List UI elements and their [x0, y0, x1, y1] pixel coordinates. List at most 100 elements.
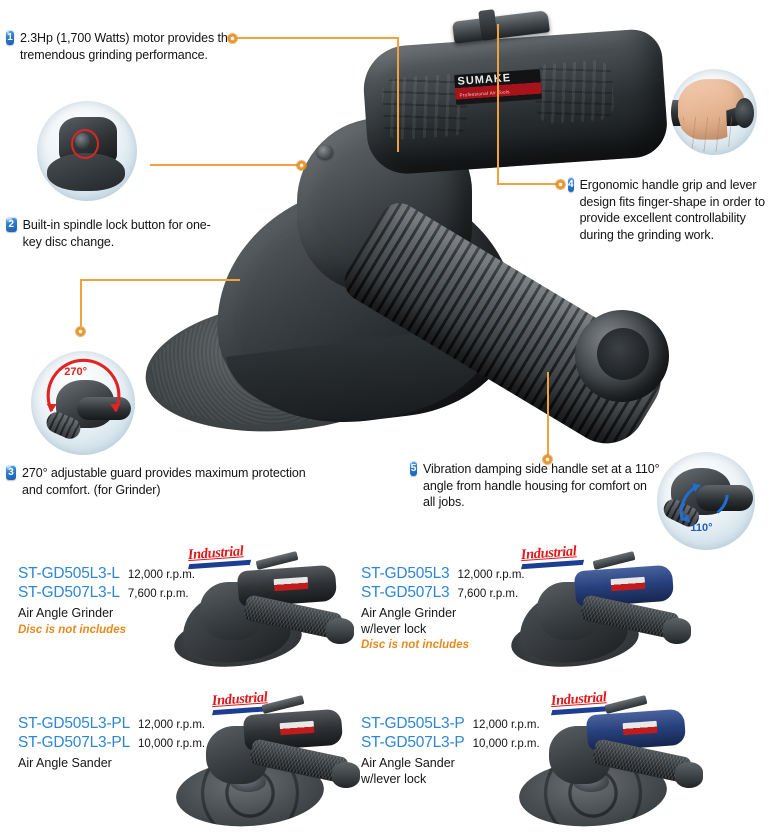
product-card-4: Industrial ST-GD505L3-P 12,000 r.p.m. ST…	[355, 684, 769, 834]
hand-grip-inset	[660, 58, 768, 166]
inset-photo: 270°	[31, 351, 135, 455]
product-model-row: ST-GD505L3-PL 12,000 r.p.m.	[18, 715, 205, 734]
product-model-code: ST-GD507L3-PL	[18, 734, 130, 751]
product-2-text: ST-GD505L3 12,000 r.p.m. ST-GD507L3 7,60…	[361, 565, 525, 653]
callout-1-lead-h	[237, 37, 399, 39]
product-handle-cap	[326, 618, 354, 644]
callout-5-dot	[543, 455, 552, 464]
product-brand-label	[273, 576, 309, 592]
product-model-rpm: 7,600 r.p.m.	[457, 588, 519, 600]
callout-5-lead-v	[547, 372, 549, 458]
product-model-rpm: 12,000 r.p.m.	[127, 569, 195, 581]
callout-3-number: 3	[6, 465, 17, 480]
product-handle-cap	[675, 762, 703, 788]
product-handle-cap	[663, 618, 691, 644]
callout-4-dot	[556, 180, 565, 189]
product-model-code: ST-GD505L3-PL	[18, 715, 130, 732]
callout-3-text: 270° adjustable guard provides maximum p…	[22, 466, 306, 497]
product-model-row: ST-GD507L3-P 10,000 r.p.m.	[361, 734, 540, 753]
callout-3: 3 270° adjustable guard provides maximum…	[6, 465, 306, 498]
product-model-rpm: 12,000 r.p.m.	[457, 569, 525, 581]
callout-4-lead-h	[497, 183, 559, 185]
callout-4-lead-v	[497, 24, 499, 184]
callout-3-lead-v	[80, 280, 82, 330]
product-model-code: ST-GD507L3-P	[361, 734, 465, 751]
product-model-row: ST-GD505L3 12,000 r.p.m.	[361, 565, 525, 584]
callout-4-number: 4	[568, 177, 574, 192]
hero-motor-vents-right	[533, 59, 615, 125]
product-model-code: ST-GD505L3	[361, 565, 450, 582]
product-model-rpm: 7,600 r.p.m.	[127, 588, 189, 600]
product-4-photo	[516, 695, 723, 838]
product-handle-cap	[332, 762, 360, 788]
callout-3-lead-h	[80, 279, 240, 281]
product-brand-label	[610, 576, 646, 592]
product-1-text: ST-GD505L3-L 12,000 r.p.m. ST-GD507L3-L …	[18, 565, 195, 638]
product-model-rpm: 12,000 r.p.m.	[138, 719, 206, 731]
callout-5: 5 Vibration damping side handle set at a…	[410, 461, 660, 511]
callout-4: 4 Ergonomic handle grip and lever design…	[568, 177, 766, 243]
callout-2-lead-h	[150, 164, 302, 166]
product-description: Air Angle Sander	[361, 756, 455, 770]
product-brand-label	[279, 720, 315, 736]
side-handle-angle-label: 110°	[690, 522, 713, 535]
product-card-3: Industrial ST-GD505L3-PL 12,000 r.p.m. S…	[0, 684, 360, 834]
product-model-row: ST-GD507L3 7,600 r.p.m.	[361, 584, 525, 603]
spindle-lock-inset	[24, 88, 149, 213]
product-model-code: ST-GD507L3-L	[18, 584, 120, 601]
hero-product-photo: SUMAKE Professional Air Tools	[138, 9, 725, 459]
callout-3-dot	[76, 327, 85, 336]
product-model-rpm: 12,000 r.p.m.	[472, 719, 540, 731]
product-1-photo	[171, 551, 358, 682]
product-description: Air Angle Sander	[18, 756, 112, 770]
product-brand-label	[622, 720, 658, 736]
product-model-row: ST-GD507L3-PL 10,000 r.p.m.	[18, 734, 205, 753]
callout-1-text: 2.3Hp (1,700 Watts) motor provides the t…	[19, 31, 235, 62]
product-description: Air Angle Grinder	[18, 606, 114, 620]
callout-1: 1 2.3Hp (1,700 Watts) motor provides the…	[6, 30, 236, 63]
product-card-1: Industrial ST-GD505L3-L 12,000 r.p.m. ST…	[0, 538, 360, 683]
product-2-photo	[508, 551, 705, 682]
callout-1-lead-v	[397, 37, 399, 152]
product-model-rpm: 10,000 r.p.m.	[472, 738, 540, 750]
inset-tool-base	[46, 152, 125, 191]
callout-5-text: Vibration damping side handle set at a 1…	[422, 462, 660, 509]
inset-photo: 110°	[657, 452, 755, 550]
hero-spindle-lock-button	[317, 145, 333, 159]
product-model-row: ST-GD505L3-L 12,000 r.p.m.	[18, 565, 195, 584]
product-note: Disc is not includes	[361, 639, 469, 651]
product-model-code: ST-GD505L3-L	[18, 565, 120, 582]
product-model-code: ST-GD507L3	[361, 584, 450, 601]
callout-2: 2 Built-in spindle lock button for one-k…	[6, 217, 221, 250]
callout-4-text: Ergonomic handle grip and lever design f…	[579, 178, 766, 242]
spindle-lock-highlight-circle	[70, 128, 99, 159]
callout-2-number: 2	[6, 217, 17, 232]
product-description: Air Angle Grinder	[361, 606, 457, 620]
inset-tool-nose	[734, 98, 754, 128]
product-note: Disc is not includes	[18, 623, 126, 636]
product-4-text: ST-GD505L3-P 12,000 r.p.m. ST-GD507L3-P …	[361, 715, 540, 787]
guard-angle-arc-icon	[46, 358, 121, 413]
product-description-line2: w/lever lock	[361, 771, 427, 786]
hero-lever-lock	[478, 9, 498, 41]
hero-handle-end-inner	[597, 328, 649, 380]
product-3-text: ST-GD505L3-PL 12,000 r.p.m. ST-GD507L3-P…	[18, 715, 205, 772]
inset-photo	[36, 100, 137, 201]
product-model-row: ST-GD507L3-L 7,600 r.p.m.	[18, 584, 195, 603]
spindle-lock-button-detail	[74, 132, 90, 149]
product-model-code: ST-GD505L3-P	[361, 715, 465, 732]
side-handle-angle-arc-icon	[680, 483, 729, 523]
product-model-rpm: 10,000 r.p.m.	[138, 738, 206, 750]
callout-2-dot	[297, 161, 306, 170]
product-model-row: ST-GD505L3-P 12,000 r.p.m.	[361, 715, 540, 734]
product-card-2: Industrial ST-GD505L3 12,000 r.p.m. ST-G…	[355, 538, 769, 683]
guard-angle-label: 270°	[64, 365, 88, 378]
callout-1-number: 1	[6, 30, 14, 45]
callout-1-dot	[228, 34, 237, 43]
side-handle-angle-inset: 110°	[645, 440, 767, 562]
product-3-photo	[173, 695, 370, 838]
guard-angle-inset: 270°	[18, 338, 148, 468]
callout-2-text: Built-in spindle lock button for one-key…	[22, 218, 211, 249]
product-description-line2: w/lever lock	[361, 621, 427, 636]
inset-finger-lines	[682, 117, 733, 152]
